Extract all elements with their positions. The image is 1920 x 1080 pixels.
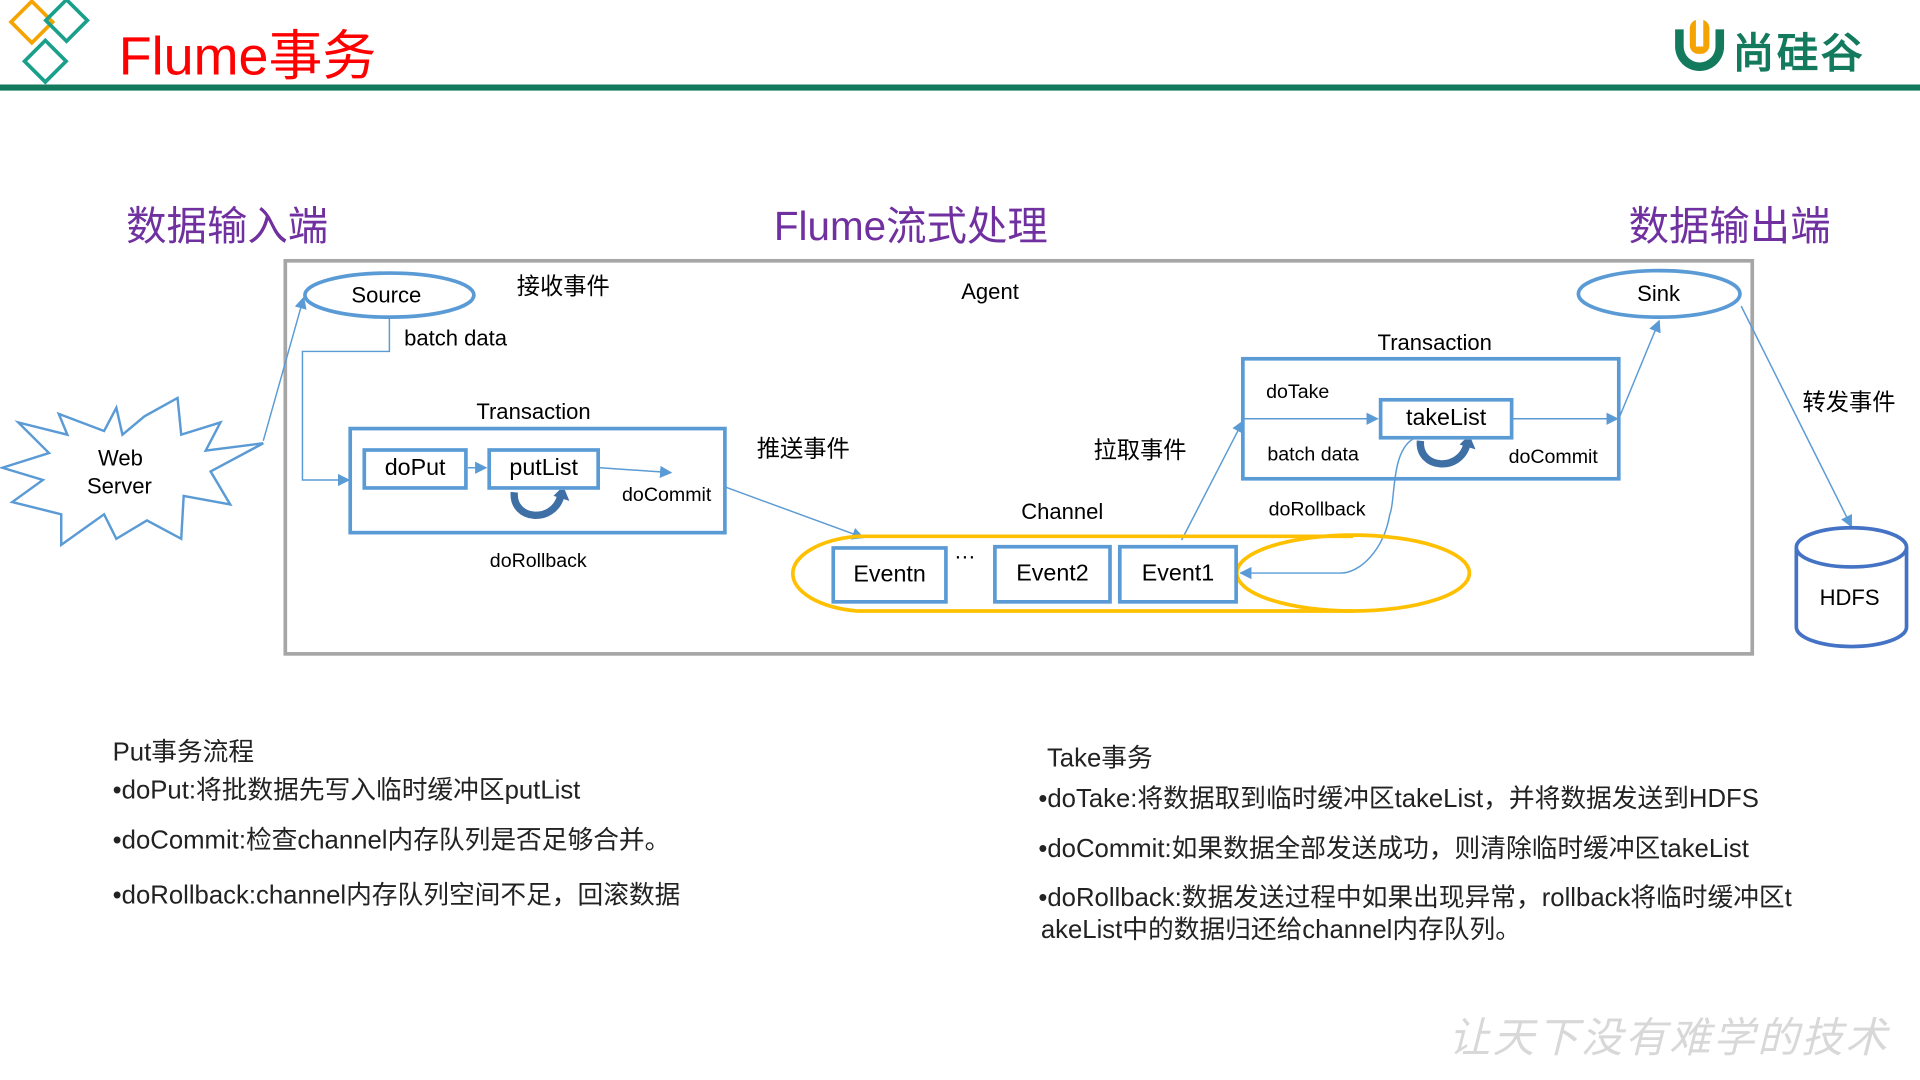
- put-list-box: putList: [487, 448, 601, 490]
- hdfs-cylinder-icon: [1794, 547, 1909, 649]
- watermark: 让天下没有难学的技术: [1448, 1013, 1890, 1063]
- agent-label: Agent: [961, 279, 1019, 304]
- channel-shape: [790, 534, 1354, 613]
- sink-node: [1576, 268, 1742, 319]
- do-put-box: doPut: [362, 448, 468, 490]
- put-do-rollback-label: doRollback: [489, 551, 587, 572]
- take-do-commit-label: doCommit: [1508, 446, 1598, 468]
- put-notes-title: Put事务流程: [112, 738, 255, 767]
- take-transaction-title: Transaction: [1377, 330, 1492, 356]
- take-rollback-loop-icon: [1416, 440, 1471, 468]
- take-batch-data-label: batch data: [1267, 444, 1359, 466]
- event-n-box: Eventn: [831, 546, 948, 604]
- slide-logo-diamonds-icon: [8, 0, 90, 85]
- forward-event-label: 转发事件: [1802, 390, 1896, 417]
- pull-event-label: 拉取事件: [1093, 438, 1187, 465]
- push-event-label: 推送事件: [756, 437, 850, 463]
- hdfs-label: HDFS: [1819, 585, 1880, 610]
- web-server-label-1: Web: [97, 445, 143, 471]
- take-note-item-continued: akeList中的数据归还给channel内存队列。: [1040, 915, 1521, 945]
- section-processing: Flume流式处理: [773, 203, 1048, 249]
- sink-label: Sink: [1637, 281, 1681, 307]
- event-2-box: Event2: [993, 544, 1112, 604]
- take-list-box: takeList: [1378, 397, 1514, 440]
- web-server-starburst-icon: [0, 395, 264, 548]
- channel-label: Channel: [1021, 499, 1104, 525]
- brand-name: 尚硅谷: [1732, 30, 1865, 78]
- do-take-label: doTake: [1266, 382, 1330, 403]
- take-note-item: •doTake:将数据取到临时缓冲区takeList，并将数据发送到HDFS: [1038, 784, 1759, 814]
- receive-event-label: 接收事件: [516, 274, 610, 301]
- put-rollback-loop-icon: [510, 491, 565, 519]
- event-ellipsis: …: [953, 538, 976, 564]
- put-batch-data-label: batch data: [404, 325, 508, 351]
- event-1-box: Event1: [1117, 544, 1238, 604]
- take-notes-title: Take事务: [1046, 744, 1153, 773]
- put-do-commit-label: doCommit: [622, 484, 712, 506]
- take-do-rollback-label: doRollback: [1268, 499, 1366, 521]
- brand-logo-icon: [1675, 19, 1725, 72]
- put-note-item: •doRollback:channel内存队列空间不足，回滚数据: [112, 881, 681, 910]
- agent-box: [283, 258, 1755, 656]
- section-input: 数据输入端: [126, 203, 329, 249]
- page-title: Flume事务: [118, 26, 377, 87]
- take-transaction-box: [1241, 356, 1621, 481]
- put-note-item: •doCommit:检查channel内存队列是否足够合并。: [112, 826, 671, 855]
- section-output: 数据输出端: [1628, 203, 1831, 249]
- header-divider: [0, 84, 1920, 91]
- take-note-item: •doRollback:数据发送过程中如果出现异常，rollback将临时缓冲区…: [1038, 884, 1792, 913]
- web-server-label-2: Server: [86, 473, 152, 499]
- put-note-item: •doPut:将批数据先写入临时缓冲区putList: [112, 776, 581, 805]
- take-note-item: •doCommit:如果数据全部发送成功，则清除临时缓冲区takeList: [1038, 835, 1749, 864]
- put-transaction-box: [348, 426, 727, 535]
- source-label: Source: [351, 282, 422, 308]
- put-transaction-title: Transaction: [476, 399, 591, 424]
